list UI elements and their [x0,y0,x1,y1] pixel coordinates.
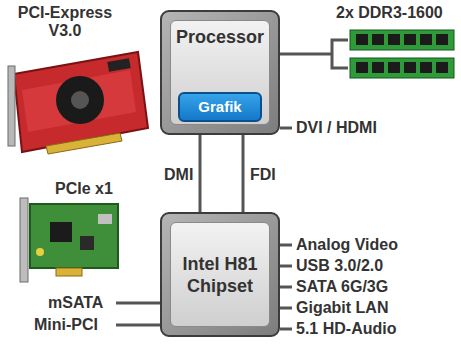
pcie-card [20,198,118,282]
part-label: Analog Video [296,236,398,254]
part-label: Gigabit LAN [296,299,388,317]
text-holder: Processor [172,26,268,48]
chip-face [170,222,270,327]
ram-bracket [280,40,348,68]
bus-label: DMI [164,166,193,184]
part-label: PCI-Express V3.0 [6,4,124,40]
node-text: Intel H81 Chipset [172,253,268,297]
bus-line [242,122,245,212]
part-label: Mini-PCI [34,316,98,334]
part-label: mSATA [48,294,103,312]
processor-box: ProcessorGrafik [160,10,280,135]
node-text: Processor [172,26,268,48]
part-label: 2x DDR3-1600 [336,4,443,22]
connection-stubs [116,128,292,329]
part-label: SATA 6G/3G [296,278,388,296]
bus-line [199,135,202,212]
part-label: USB 3.0/2.0 [296,257,383,275]
node-text: Grafik [190,98,250,116]
part-label: DVI / HDMI [296,119,377,137]
graphics-card [8,52,148,154]
part-label: PCIe x1 [52,180,116,198]
chipset-box: Intel H81 Chipset [160,212,280,337]
text-holder: Grafik [190,98,250,116]
graphics-box: Grafik [178,92,262,122]
ram-modules [350,30,454,78]
text-holder: Intel H81 Chipset [172,253,268,297]
bus-label: FDI [250,166,276,184]
part-label: 5.1 HD-Audio [296,320,396,338]
